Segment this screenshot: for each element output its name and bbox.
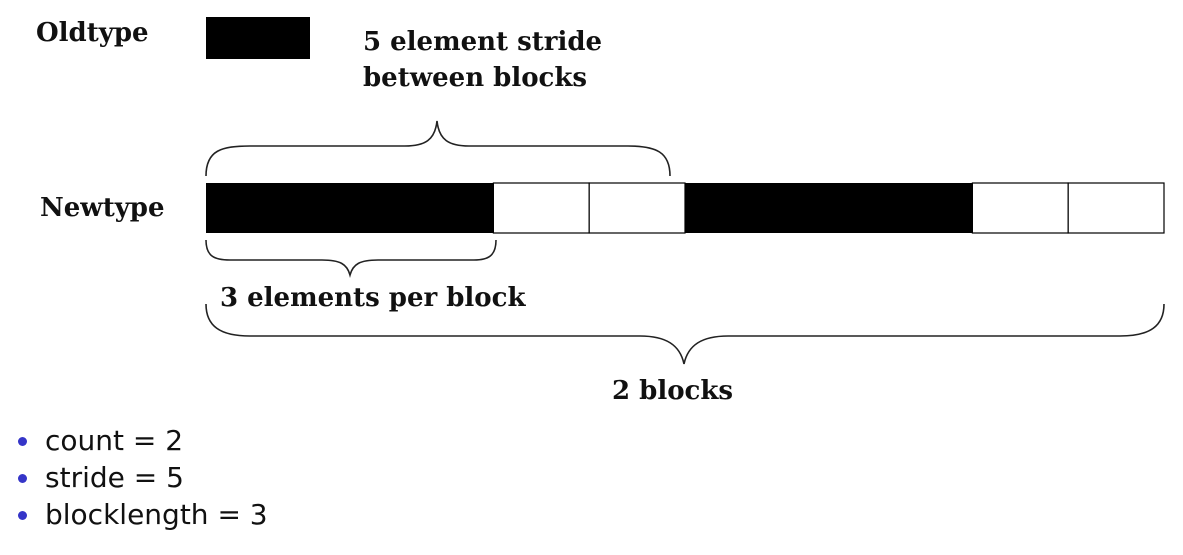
parameter-list: count = 2 stride = 5 blocklength = 3 xyxy=(18,422,268,533)
count-text: count = 2 xyxy=(45,424,184,457)
list-item: count = 2 xyxy=(18,422,268,459)
oldtype-block xyxy=(206,17,310,59)
per-block-brace xyxy=(205,239,497,279)
empty-element-cell xyxy=(588,182,686,234)
oldtype-label: Oldtype xyxy=(36,18,149,48)
list-item: stride = 5 xyxy=(18,459,268,496)
newtype-cells xyxy=(206,182,1165,234)
empty-element-cell xyxy=(971,182,1069,234)
empty-element-cell xyxy=(492,182,590,234)
empty-element-cell xyxy=(1067,182,1165,234)
per-block-label: 3 elements per block xyxy=(220,283,526,313)
filled-element-cell xyxy=(301,183,399,233)
stride-label-line2: between blocks xyxy=(363,63,587,93)
filled-element-cell xyxy=(206,183,303,233)
bullet-icon xyxy=(18,474,27,483)
filled-element-cell xyxy=(397,183,494,233)
stride-label-line1: 5 element stride xyxy=(363,27,602,57)
stride-brace xyxy=(205,120,671,177)
blocks-label: 2 blocks xyxy=(612,376,733,406)
list-item: blocklength = 3 xyxy=(18,496,268,533)
newtype-label: Newtype xyxy=(40,193,165,223)
filled-element-cell xyxy=(876,183,973,233)
stride-text: stride = 5 xyxy=(45,461,184,494)
bullet-icon xyxy=(18,437,27,446)
bullet-icon xyxy=(18,511,27,520)
filled-element-cell xyxy=(685,183,782,233)
filled-element-cell xyxy=(780,183,878,233)
blocklength-text: blocklength = 3 xyxy=(45,498,268,531)
blocks-brace xyxy=(205,303,1165,365)
